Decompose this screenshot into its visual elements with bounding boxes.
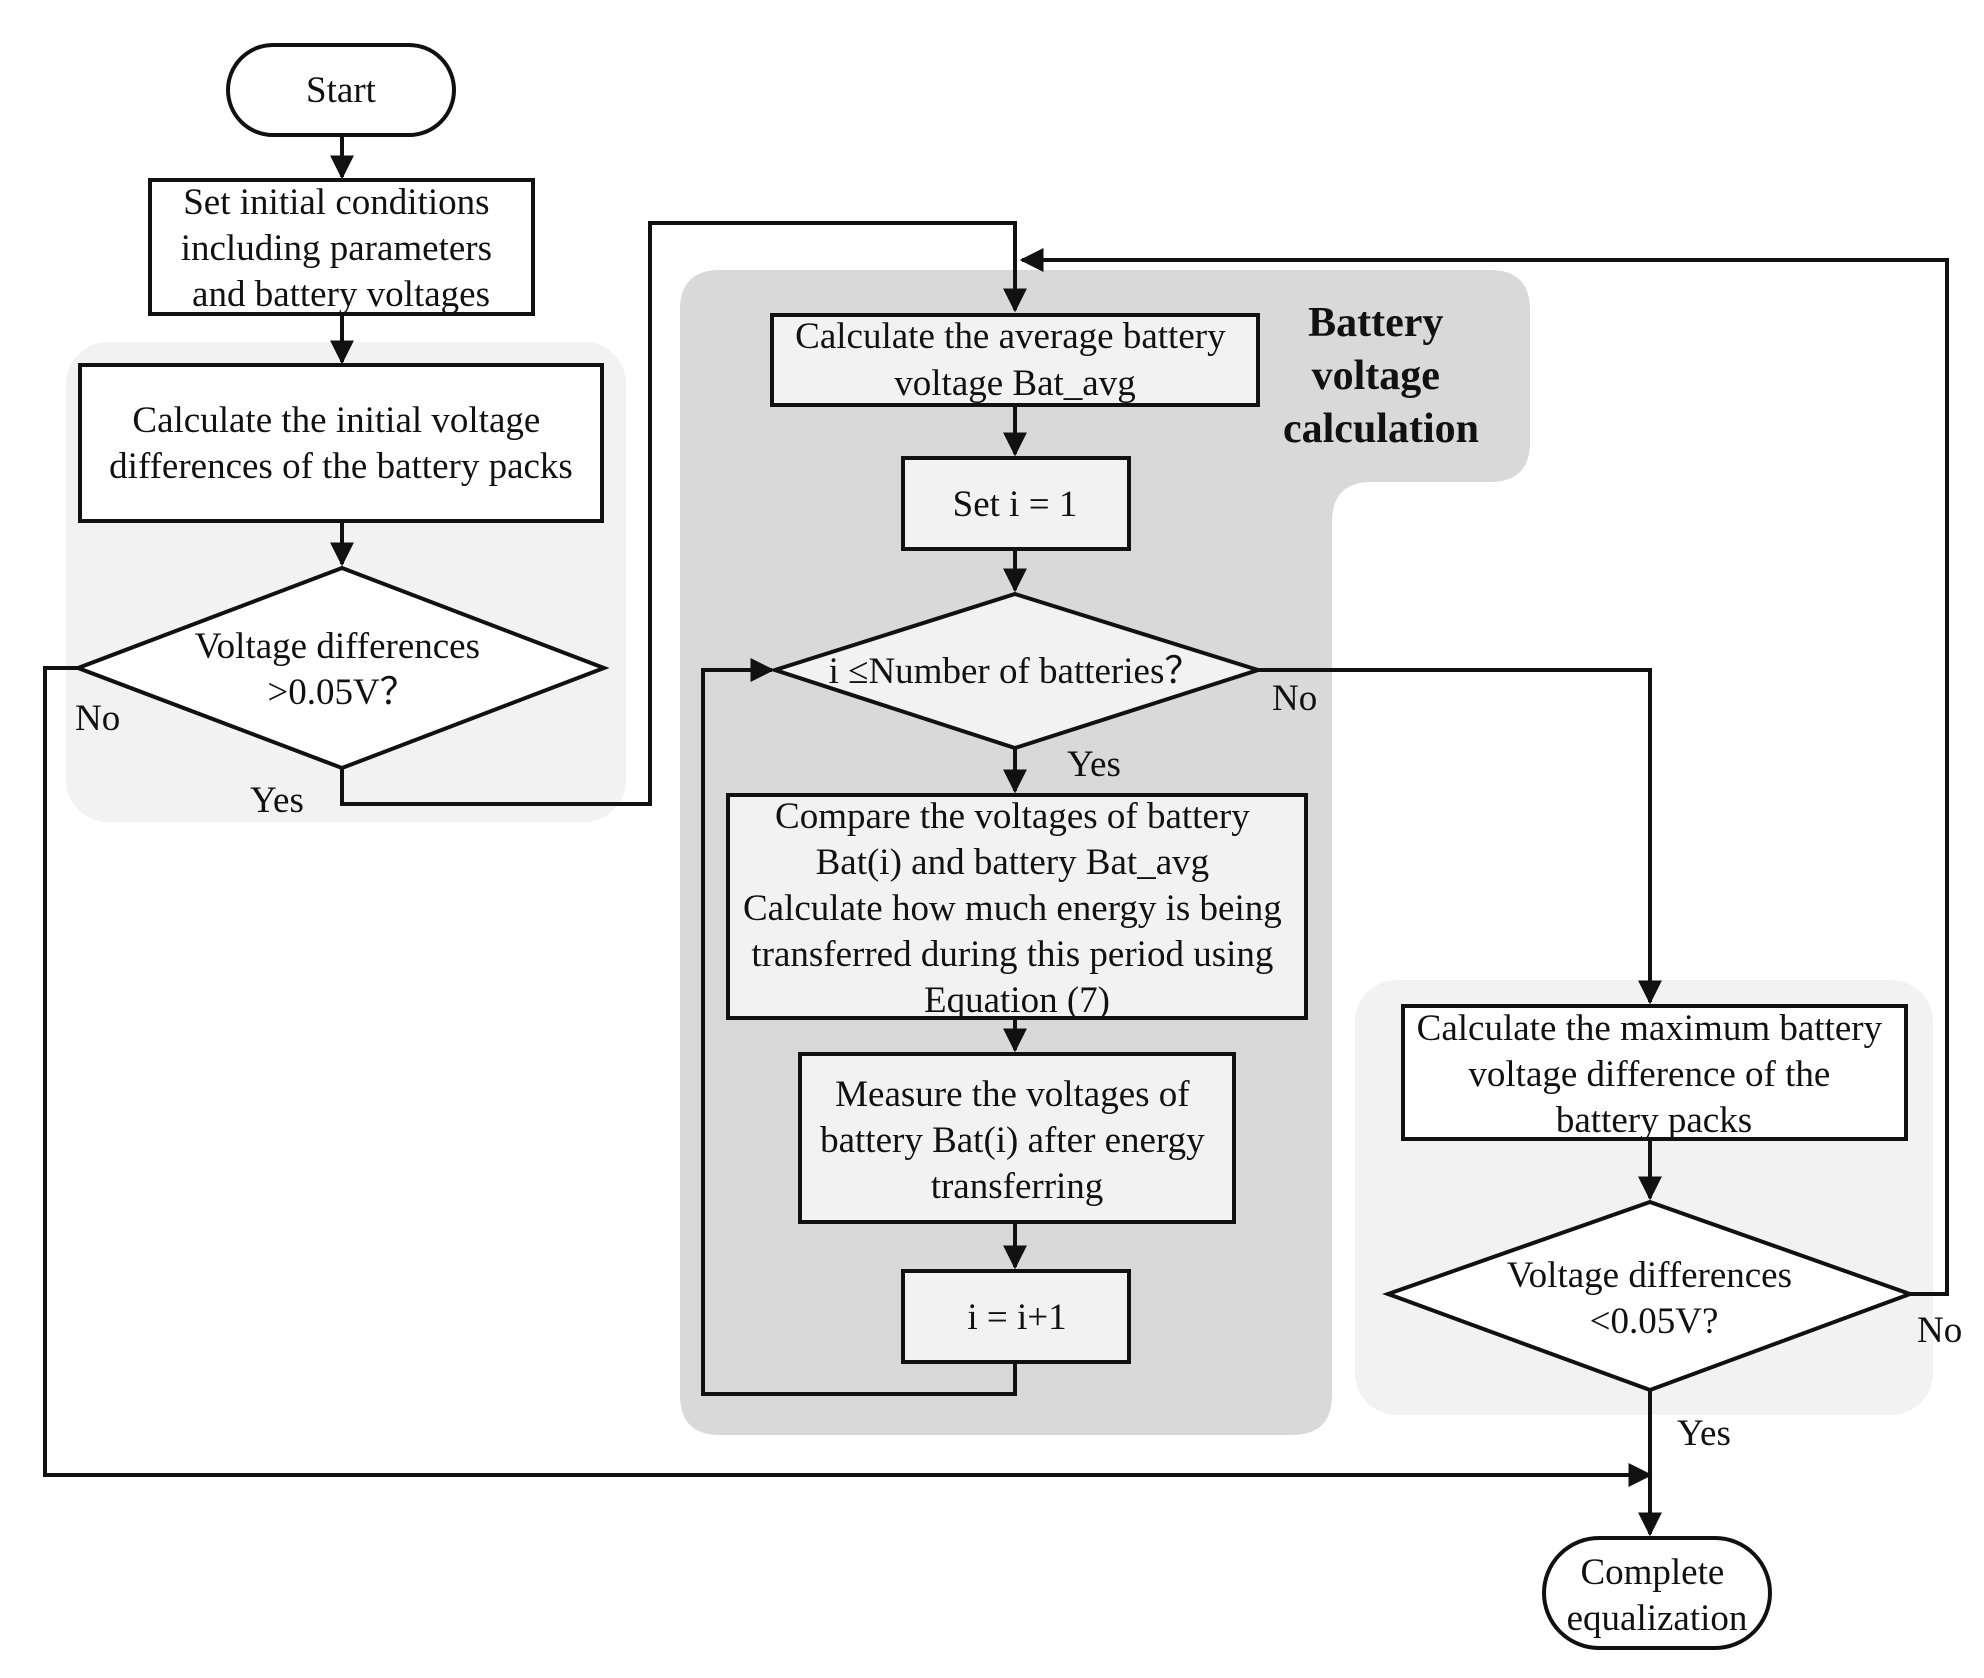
node-text-line: <0.05V? xyxy=(1590,1301,1719,1342)
node-text: Calculate the average battery voltage Ba… xyxy=(795,316,1235,404)
node-text: i = i+1 xyxy=(967,1297,1066,1338)
node-text-line: equalization xyxy=(1567,1598,1748,1639)
node-text-line: Compare the voltages of battery xyxy=(775,796,1250,837)
node-measure-voltages: Measure the voltages of battery Bat(i) a… xyxy=(798,1052,1236,1224)
node-compare-voltages: Compare the voltages of battery Bat(i) a… xyxy=(726,793,1308,1021)
node-text: i ≤Number of batteries？ xyxy=(829,651,1202,692)
node-complete-equalization: Complete equalization xyxy=(1542,1536,1772,1650)
process-shape xyxy=(770,313,1260,407)
node-text-line: Calculate the average battery xyxy=(795,316,1226,357)
node-text-line: voltage Bat_avg xyxy=(894,363,1135,404)
node-decision-final-differences: Voltage differences <0.05V? xyxy=(1382,1199,1916,1393)
node-text: Set i = 1 xyxy=(953,484,1078,525)
node-text: Calculate the initial voltage difference… xyxy=(109,400,573,487)
node-text-line: Voltage differences xyxy=(195,626,480,667)
group-title-line: voltage xyxy=(1312,353,1440,399)
node-calc-initial-differences: Calculate the initial voltage difference… xyxy=(78,363,604,523)
node-start: Start xyxy=(226,43,456,137)
terminator-shape xyxy=(226,43,456,137)
edge-final-no-loop-back xyxy=(1019,248,1949,1296)
edge-initial-yes-to-calc-avg xyxy=(340,221,1027,806)
node-text-line: transferred during this period using xyxy=(751,934,1273,975)
node-text: Calculate the maximum battery voltage di… xyxy=(1417,1008,1892,1141)
node-calc-average: Calculate the average battery voltage Ba… xyxy=(770,313,1260,407)
edge-decision-i-no-to-calc-max xyxy=(1258,668,1662,1005)
process-shape xyxy=(901,1269,1131,1364)
process-shape xyxy=(78,363,604,523)
edge-increment-loop-back xyxy=(701,658,1017,1396)
node-text-line: including parameters xyxy=(181,228,492,269)
node-text-line: Set initial conditions xyxy=(183,182,489,223)
node-text: Voltage differences <0.05V? xyxy=(1507,1255,1802,1342)
group-title-battery-voltage-calculation: Battery voltage calculation xyxy=(1283,300,1479,452)
node-text: Compare the voltages of battery Bat(i) a… xyxy=(743,796,1291,1021)
node-text-line: Voltage differences xyxy=(1507,1255,1792,1296)
edge-label-final-yes: Yes xyxy=(1677,1413,1731,1454)
node-text: Set initial conditions including paramet… xyxy=(181,182,502,315)
node-text-line: and battery voltages xyxy=(192,274,490,315)
node-text-line: Start xyxy=(306,70,377,111)
node-text-line: i = i+1 xyxy=(967,1297,1066,1338)
node-increment-i: i = i+1 xyxy=(901,1269,1131,1364)
edge-label-i-no: No xyxy=(1272,678,1317,719)
node-text: Start xyxy=(306,70,377,111)
node-text-line: Calculate the maximum battery xyxy=(1417,1008,1883,1049)
edge-initial-no-to-complete xyxy=(43,666,1653,1487)
node-text-line: Equation (7) xyxy=(924,980,1110,1021)
node-text: Complete equalization xyxy=(1567,1552,1748,1639)
edge-label-final-no: No xyxy=(1917,1310,1962,1351)
node-text-line: Complete xyxy=(1580,1552,1724,1593)
node-text: Measure the voltages of battery Bat(i) a… xyxy=(820,1074,1214,1207)
terminator-shape xyxy=(1542,1536,1772,1650)
node-decision-i: i ≤Number of batteries？ xyxy=(768,591,1265,751)
node-set-i: Set i = 1 xyxy=(901,456,1131,551)
process-shape xyxy=(1401,1004,1908,1141)
node-text-line: Bat(i) and battery Bat_avg xyxy=(816,842,1210,883)
edge-label-i-yes: Yes xyxy=(1067,744,1121,785)
decision-shape xyxy=(768,591,1265,751)
node-text-line: i ≤Number of batteries？ xyxy=(829,651,1202,692)
node-text-line: transferring xyxy=(931,1166,1104,1207)
process-shape xyxy=(148,178,535,316)
group-title-line: Battery xyxy=(1308,300,1443,346)
process-shape xyxy=(798,1052,1236,1224)
node-text-line: voltage difference of the xyxy=(1468,1054,1830,1095)
process-shape xyxy=(901,456,1131,551)
node-text-line: Measure the voltages of xyxy=(835,1074,1190,1115)
node-text-line: differences of the battery packs xyxy=(109,446,573,487)
edge-label-initial-yes: Yes xyxy=(250,780,304,821)
node-calc-maximum-difference: Calculate the maximum battery voltage di… xyxy=(1401,1004,1908,1141)
node-text-line: Calculate how much energy is being xyxy=(743,888,1282,929)
node-decision-initial-differences: Voltage differences >0.05V？ xyxy=(72,565,610,771)
node-set-initial-conditions: Set initial conditions including paramet… xyxy=(148,178,535,316)
decision-shape xyxy=(72,565,610,771)
node-text-line: Calculate the initial voltage xyxy=(132,400,540,441)
decision-shape xyxy=(1382,1199,1916,1393)
node-text-line: battery Bat(i) after energy xyxy=(820,1120,1205,1161)
process-shape xyxy=(726,793,1308,1020)
node-text-line: battery packs xyxy=(1556,1100,1752,1141)
edge-label-initial-no: No xyxy=(75,698,120,739)
node-text: Voltage differences >0.05V？ xyxy=(195,626,490,713)
group-title-line: calculation xyxy=(1283,406,1479,452)
node-text-line: >0.05V？ xyxy=(267,672,416,713)
node-text-line: Set i = 1 xyxy=(953,484,1078,525)
